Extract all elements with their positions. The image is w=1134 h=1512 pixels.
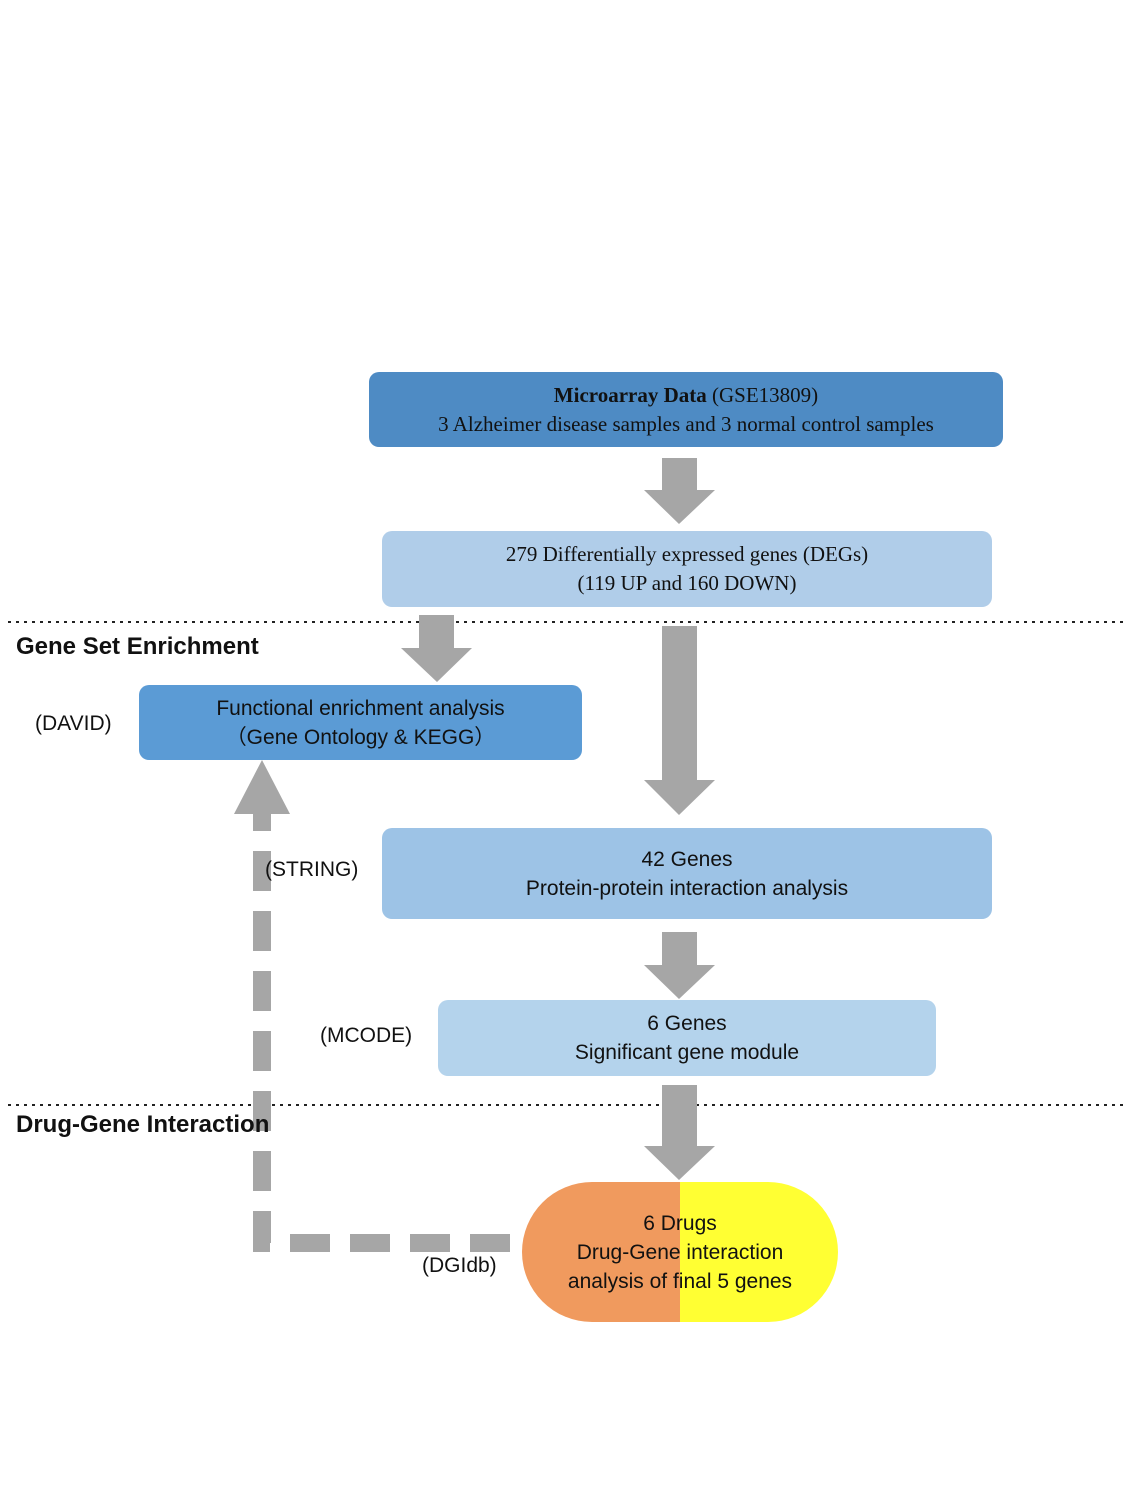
module-text: Significant gene module	[574, 1041, 800, 1064]
arrow-dashed-drugs-to-functional	[234, 760, 510, 1252]
microarray-accession: (GSE13809)	[706, 382, 819, 407]
ppi-analysis-text: Protein-protein interaction analysis	[525, 876, 849, 900]
section-label-drug-gene-interaction: Drug-Gene Interaction	[16, 1111, 270, 1138]
functional-enrichment-box: Functional enrichment analysis （Gene Ont…	[139, 685, 582, 760]
arrow-module-to-drugs	[644, 1085, 715, 1180]
section-label-gene-set-enrichment: Gene Set Enrichment	[16, 633, 259, 660]
arrow-microarray-to-degs	[644, 458, 715, 524]
arrow-degs-to-ppi	[644, 626, 715, 815]
gene-module-box: 6 Genes Significant gene module	[438, 1000, 936, 1076]
tool-label-david: (DAVID)	[35, 712, 112, 735]
degs-count-text: 279 Differentially expressed genes (DEGs…	[505, 542, 869, 566]
tool-label-mcode: (MCODE)	[320, 1024, 413, 1047]
drugs-count: 6 Drugs	[643, 1211, 717, 1235]
module-gene-count: 6 Genes	[647, 1012, 727, 1035]
drugs-capsule: 6 Drugs Drug-Gene interaction analysis o…	[522, 1182, 838, 1322]
functional-enrichment-title: Functional enrichment analysis	[216, 696, 505, 720]
drugs-final-genes-text: analysis of final 5 genes	[567, 1269, 793, 1293]
arrow-ppi-to-module	[644, 932, 715, 999]
ppi-gene-count: 42 Genes	[641, 847, 733, 871]
tool-label-string: (STRING)	[265, 858, 359, 881]
drugs-interaction-text: Drug-Gene interaction	[576, 1240, 784, 1264]
microarray-data-box: Microarray Data (GSE13809) 3 Alzheimer d…	[369, 372, 1003, 447]
arrow-degs-to-functional	[401, 615, 472, 682]
ppi-analysis-box: 42 Genes Protein-protein interaction ana…	[382, 828, 992, 919]
microarray-title: Microarray Data	[553, 382, 707, 407]
microarray-samples-text: 3 Alzheimer disease samples and 3 normal…	[438, 411, 934, 436]
tool-label-dgidb: (DGIdb)	[422, 1254, 497, 1277]
functional-enrichment-subtitle: （Gene Ontology & KEGG）	[225, 725, 496, 749]
degs-box: 279 Differentially expressed genes (DEGs…	[382, 531, 992, 607]
degs-up-down-text: (119 UP and 160 DOWN)	[577, 571, 797, 595]
